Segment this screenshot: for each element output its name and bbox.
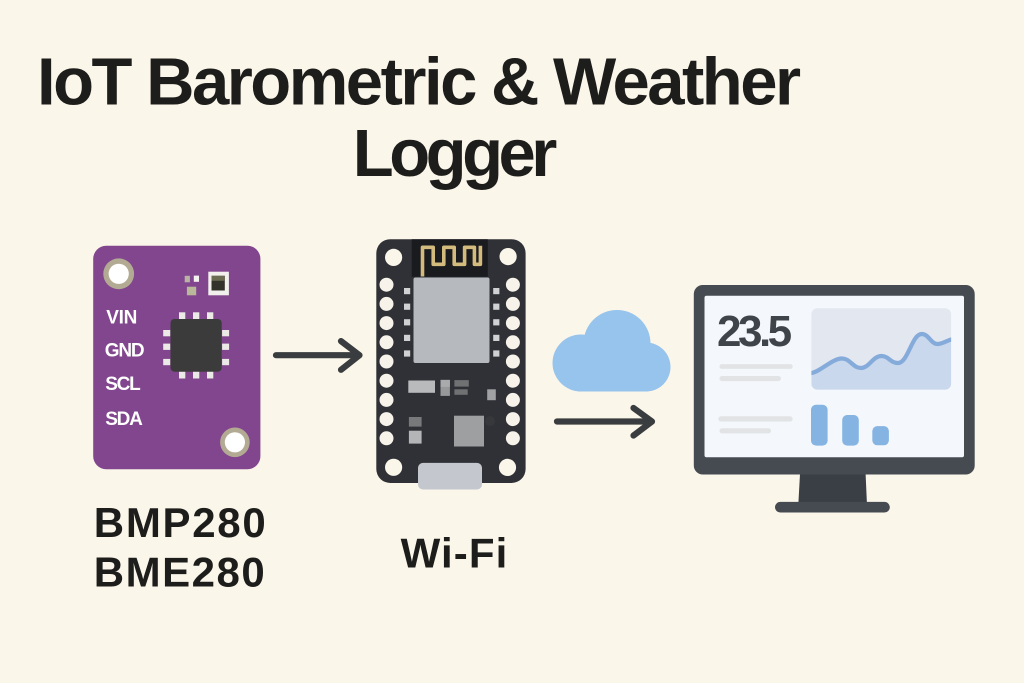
svg-text:GND: GND — [105, 340, 144, 361]
svg-text:IoT Barometric & Weather: IoT Barometric & Weather — [37, 45, 801, 120]
svg-text:BME280: BME280 — [94, 548, 266, 595]
svg-text:SDA: SDA — [105, 409, 143, 430]
svg-text:23.5: 23.5 — [717, 307, 792, 356]
svg-text:SCL: SCL — [105, 374, 141, 395]
svg-text:Wi-Fi: Wi-Fi — [401, 530, 509, 577]
svg-text:VIN: VIN — [106, 308, 137, 329]
svg-text:BMP280: BMP280 — [94, 499, 268, 546]
svg-text:Logger: Logger — [353, 116, 557, 191]
